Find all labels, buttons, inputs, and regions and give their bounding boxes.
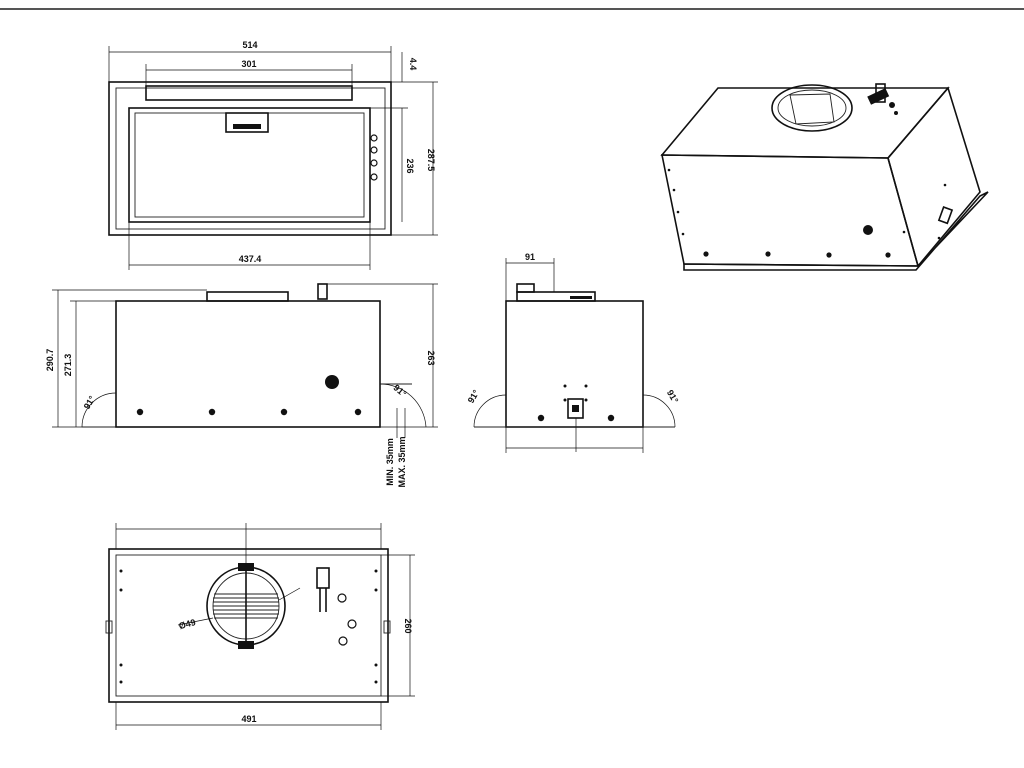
dim-label-duct-diameter: Ø49 bbox=[178, 617, 197, 631]
front-view-duct-collar bbox=[206, 291, 289, 302]
front-right-angle-arc bbox=[379, 383, 427, 428]
dim-label-inner-width: 437.4 bbox=[239, 254, 262, 264]
top-view-inner-frame bbox=[115, 87, 386, 230]
mounting-hole-icon bbox=[607, 414, 615, 422]
mounting-hole-icon bbox=[338, 636, 348, 646]
mounting-hole-icon bbox=[347, 619, 357, 629]
control-button-icon bbox=[370, 146, 378, 154]
isometric-view bbox=[660, 83, 989, 271]
bottom-view: Ø49 260 491 bbox=[105, 523, 415, 730]
front-left-angle-arc bbox=[81, 392, 117, 428]
bottom-view-cable-gland bbox=[316, 567, 330, 589]
top-view-filter-panel bbox=[128, 107, 371, 223]
front-view-body bbox=[115, 300, 381, 428]
mounting-hole-icon bbox=[885, 252, 891, 258]
mounting-hole-icon bbox=[280, 408, 288, 416]
iso-bottom-flange bbox=[683, 191, 989, 271]
dim-label-overall-width: 514 bbox=[242, 40, 257, 50]
iso-cable-hole bbox=[863, 225, 873, 235]
side-view-cable-gland bbox=[516, 283, 535, 293]
dim-label-front-left-outer: 290.7 bbox=[45, 349, 55, 372]
top-view: 514 301 4.4 236 287.5 437.4 bbox=[108, 40, 438, 270]
control-button-icon bbox=[370, 134, 378, 142]
front-view-cable-gland bbox=[317, 283, 328, 300]
iso-side-face bbox=[887, 86, 981, 268]
iso-side-handle bbox=[937, 206, 954, 225]
iso-front-face bbox=[661, 154, 920, 267]
dim-label-bottom-width: 491 bbox=[241, 714, 256, 724]
dim-label-max-gap: MAX. 35mm bbox=[397, 436, 407, 487]
dim-label-side-left-angle: 91° bbox=[466, 388, 482, 405]
dim-label-inner-height: 236 bbox=[405, 158, 415, 173]
mounting-hole-icon bbox=[765, 251, 771, 257]
iso-duct-collar-icon bbox=[771, 84, 853, 132]
side-left-angle-arc bbox=[473, 394, 507, 428]
front-view: 91° 91° 290.7 271.3 263 MIN. 35mm MAX. 3… bbox=[45, 283, 438, 488]
top-view-handle-grip bbox=[233, 124, 261, 129]
top-view-slot bbox=[145, 85, 353, 101]
dim-label-front-left-angle: 91° bbox=[82, 394, 98, 411]
dim-label-slot-width: 301 bbox=[241, 59, 256, 69]
side-view-handle bbox=[567, 398, 584, 419]
dim-label-min-gap: MIN. 35mm bbox=[385, 438, 395, 486]
dim-label-front-right-angle: 91° bbox=[391, 382, 408, 399]
dim-label-front-right: 263 bbox=[426, 350, 436, 365]
dim-label-front-left-inner: 271.3 bbox=[63, 354, 73, 377]
iso-top-face bbox=[660, 87, 950, 159]
top-view-outer-frame bbox=[108, 81, 392, 236]
dim-label-bottom-height: 260 bbox=[403, 618, 413, 633]
side-view: 91 91° 91° bbox=[466, 252, 681, 453]
dim-label-side-right-angle: 91° bbox=[665, 388, 681, 405]
side-right-angle-arc bbox=[642, 394, 676, 428]
dim-label-overall-height: 287.5 bbox=[426, 149, 436, 172]
dim-label-side-top-width: 91 bbox=[525, 252, 535, 262]
mounting-hole-icon bbox=[136, 408, 144, 416]
top-view-handle bbox=[225, 112, 269, 133]
mounting-hole-icon bbox=[826, 252, 832, 258]
control-button-icon bbox=[370, 173, 378, 181]
front-view-cable-hole bbox=[325, 375, 339, 389]
bottom-view-inner-frame bbox=[115, 554, 382, 697]
mounting-hole-icon bbox=[354, 408, 362, 416]
control-button-icon bbox=[370, 159, 378, 167]
mounting-hole-icon bbox=[703, 251, 709, 257]
bottom-view-outer-frame bbox=[108, 548, 389, 703]
mounting-hole-icon bbox=[537, 414, 545, 422]
mounting-hole-icon bbox=[208, 408, 216, 416]
dim-label-top-gap: 4.4 bbox=[408, 58, 418, 71]
mounting-hole-icon bbox=[337, 593, 347, 603]
